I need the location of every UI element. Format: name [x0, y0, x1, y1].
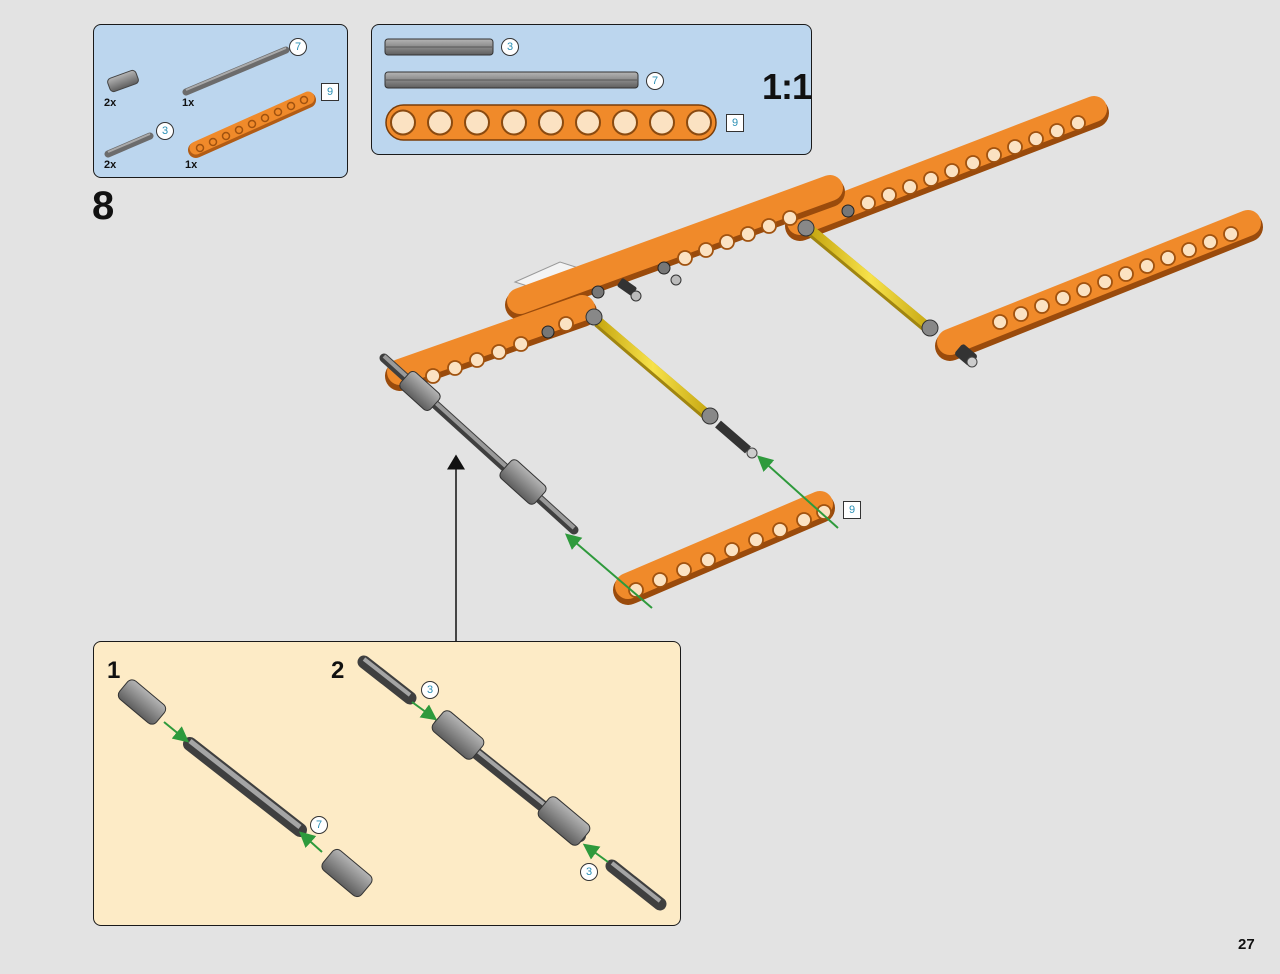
main-beam-front-left-holes	[425, 316, 574, 384]
sub-step2-main-axle	[431, 710, 591, 846]
parts-beam-9	[188, 91, 316, 158]
sub-step1-bush-top	[117, 679, 167, 725]
main-beam-right-holes	[992, 226, 1239, 330]
beam-9-length-label: 9	[321, 83, 339, 101]
sub-step2-axle-top	[357, 655, 417, 705]
sub-step1-bush-bottom	[321, 848, 373, 898]
axle-7-length-label: 7	[289, 38, 307, 56]
axle-7-quantity: 1x	[182, 97, 195, 109]
step-number: 8	[92, 184, 115, 228]
page-number: 27	[1238, 936, 1255, 953]
sub-step1-arrows	[163, 721, 323, 853]
beam-9-quantity: 1x	[185, 159, 198, 171]
yellow-axle-left	[585, 308, 758, 459]
sub-step2-bottom-axle-label: 3	[580, 863, 598, 881]
axle-3-length-label: 3	[156, 122, 174, 140]
scale-axle-3	[384, 38, 494, 56]
assembly-arrows-main	[564, 455, 839, 609]
yellow-axle-right	[797, 219, 978, 368]
scale-indicator: 1:1	[762, 66, 812, 107]
sub-step2-arrows	[411, 701, 609, 863]
scale-axle-7-label: 7	[646, 72, 664, 90]
main-beam-9-label: 9	[843, 501, 861, 519]
sub-step-1-number: 1	[107, 657, 121, 684]
scale-axle-3-label: 3	[501, 38, 519, 56]
scale-axle-7	[384, 71, 639, 89]
main-beam-front-left	[385, 295, 597, 391]
parts-axle-7	[182, 46, 290, 96]
parts-bush	[107, 69, 139, 93]
scale-beam-9	[385, 104, 717, 141]
grey-axle-assembly-main	[379, 353, 579, 535]
main-beam-top-right-holes	[860, 115, 1086, 211]
bush-quantity: 2x	[104, 97, 117, 109]
sub-step2-top-axle-label: 3	[421, 681, 439, 699]
sub-step1-axle-label: 7	[310, 816, 328, 834]
parts-axle-3	[104, 132, 154, 158]
sub-step-2-number: 2	[331, 657, 345, 684]
scale-beam-9-label: 9	[726, 114, 744, 132]
loose-beam-9	[613, 491, 835, 605]
main-beam-long	[505, 175, 845, 320]
main-beam-long-holes	[677, 210, 798, 266]
axle-3-quantity: 2x	[104, 159, 117, 171]
sub-step1-axle	[183, 737, 307, 837]
sub-step2-axle-bottom	[605, 859, 667, 911]
black-pins	[541, 204, 855, 339]
